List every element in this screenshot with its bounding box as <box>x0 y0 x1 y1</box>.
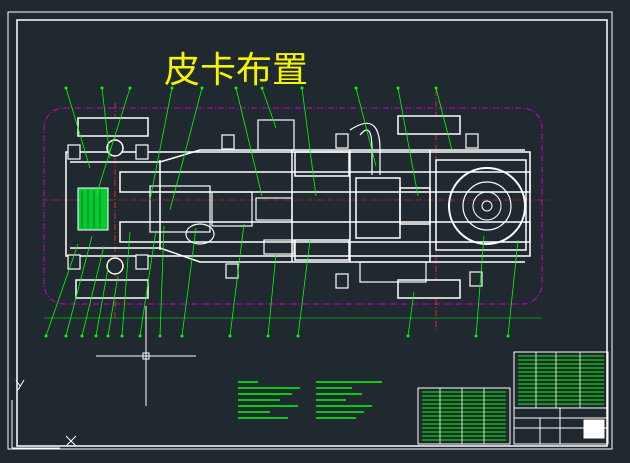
radiator <box>77 187 109 231</box>
chassis-frame <box>65 149 531 263</box>
mount-brackets <box>67 133 483 289</box>
title-block <box>513 407 609 445</box>
ucs-icon <box>11 379 77 449</box>
leader-lines <box>45 87 519 337</box>
technical-notes <box>238 381 382 419</box>
radiator-fins <box>81 190 101 228</box>
wheels <box>75 115 461 299</box>
leader-endpoints <box>44 86 510 338</box>
sheet-inner-border <box>16 19 608 447</box>
sheet-outer-border <box>7 11 613 450</box>
vehicle-envelope-outline <box>43 107 543 305</box>
crosshair-cursor-icon <box>96 306 196 406</box>
spare-tire <box>448 167 526 245</box>
powertrain-parts <box>149 119 427 283</box>
drawing-title: 皮卡布置 <box>164 50 309 91</box>
parts-list-table <box>417 351 609 445</box>
